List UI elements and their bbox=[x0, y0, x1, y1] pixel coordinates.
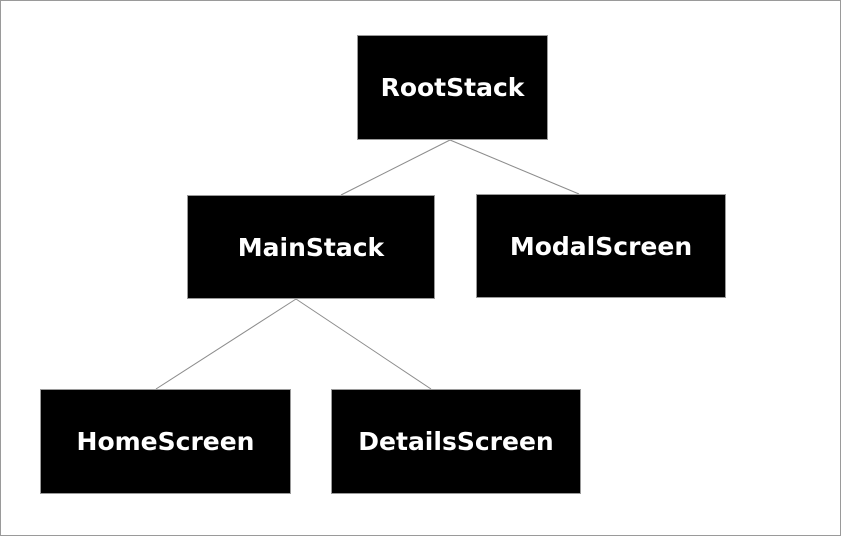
node-mainstack-label: MainStack bbox=[237, 232, 385, 262]
node-homescreen-label: HomeScreen bbox=[76, 427, 255, 456]
edge-mainstack-detailsscreen bbox=[295, 298, 432, 390]
edge-rootstack-mainstack bbox=[340, 139, 451, 196]
node-rootstack[interactable]: RootStack bbox=[357, 35, 548, 140]
node-rootstack-label: RootStack bbox=[380, 73, 525, 102]
node-detailsscreen-label: DetailsScreen bbox=[358, 427, 554, 456]
node-modalscreen-label: ModalScreen bbox=[509, 231, 693, 261]
edge-rootstack-modalscreen bbox=[449, 139, 580, 195]
node-homescreen[interactable]: HomeScreen bbox=[40, 389, 291, 494]
node-detailsscreen[interactable]: DetailsScreen bbox=[331, 389, 581, 494]
node-modalscreen[interactable]: ModalScreen bbox=[476, 194, 726, 298]
node-mainstack[interactable]: MainStack bbox=[187, 195, 435, 299]
edge-mainstack-homescreen bbox=[155, 298, 297, 390]
